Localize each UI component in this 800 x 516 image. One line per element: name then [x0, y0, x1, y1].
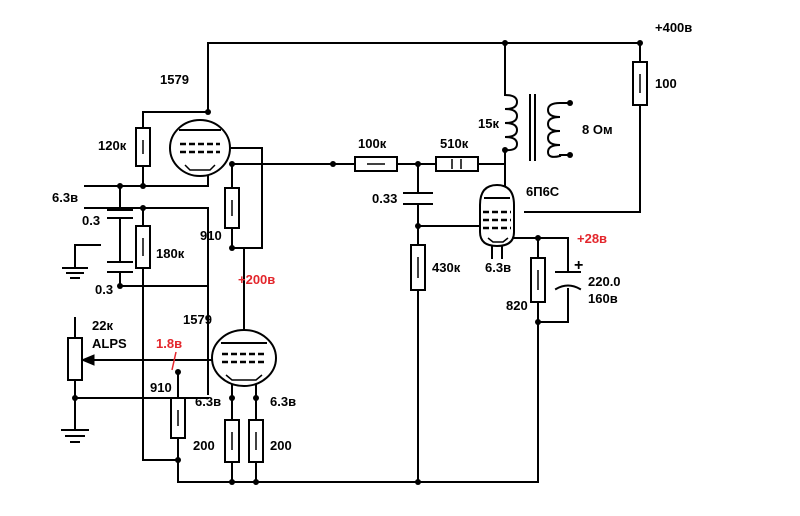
output-tube-label: 6П6С: [526, 184, 560, 199]
capacitor-0-3-top: [107, 209, 133, 219]
capacitor-0-33: [403, 192, 433, 205]
output-transformer: [503, 93, 573, 161]
r-120k-label: 120к: [98, 138, 127, 153]
c-0-3-top-label: 0.3: [82, 213, 100, 228]
r-510k-label: 510к: [440, 136, 469, 151]
transformer-primary-label: 15к: [478, 116, 499, 131]
r-430k-label: 430к: [432, 260, 461, 275]
r-200-right-label: 200: [270, 438, 292, 453]
resistor-100k: [354, 156, 398, 172]
transformer-secondary-label: 8 Ом: [582, 122, 613, 137]
resistor-820: [530, 257, 546, 303]
c-220-voltage-label: 160в: [588, 291, 618, 306]
potentiometer-alps: [67, 337, 95, 381]
tube-upper-1579: [169, 119, 231, 177]
voltage-1-8-pointer: [171, 351, 177, 371]
tube-output-6p6s: [479, 183, 515, 259]
c-0-3-bottom-label: 0.3: [95, 282, 113, 297]
resistor-910-bottom: [170, 397, 186, 439]
heater-lower-right-label: 6.3в: [270, 394, 296, 409]
heater-lower-left-label: 6.3в: [195, 394, 221, 409]
wiring: [74, 42, 641, 483]
r-910-bottom-label: 910: [150, 380, 172, 395]
resistor-910-top: [224, 187, 240, 229]
r-100-label: 100: [655, 76, 677, 91]
r-100k-label: 100к: [358, 136, 387, 151]
pot-brand-label: ALPS: [92, 336, 127, 351]
supply-400-label: +400в: [655, 20, 692, 35]
r-200-left-label: 200: [193, 438, 215, 453]
tube-lower-1579: [211, 329, 277, 387]
ground-lower: [61, 429, 89, 443]
tube-upper-label: 1579: [160, 72, 189, 87]
voltage-1-8-label: 1.8в: [156, 336, 182, 351]
tube-lower-label: 1579: [183, 312, 212, 327]
capacitor-0-3-bottom: [107, 261, 133, 273]
resistor-120k: [135, 127, 151, 167]
r-820-label: 820: [506, 298, 528, 313]
resistor-200-right: [248, 419, 264, 463]
resistor-430k: [410, 244, 426, 291]
resistor-510k: [435, 156, 479, 172]
heater-left-label: 6.3в: [52, 190, 78, 205]
ground-upper: [62, 264, 88, 279]
voltage-28-label: +28в: [577, 231, 607, 246]
resistor-200-left: [224, 419, 240, 463]
voltage-200-label: +200в: [238, 272, 275, 287]
c-220-label: 220.0: [588, 274, 621, 289]
r-910-top-label: 910: [200, 228, 222, 243]
c-0-33-label: 0.33: [372, 191, 397, 206]
pot-value-label: 22к: [92, 318, 113, 333]
junction-dots: [72, 40, 643, 485]
resistor-180k: [135, 225, 151, 269]
capacitor-220uf: [554, 271, 582, 291]
r-180k-label: 180к: [156, 246, 185, 261]
c-220-plus-sign: +: [574, 257, 583, 274]
labels: +400в 1579 1579 6П6С 120к 180к 910 910 1…: [52, 20, 692, 453]
resistor-100: [632, 61, 648, 106]
heater-output-label: 6.3в: [485, 260, 511, 275]
